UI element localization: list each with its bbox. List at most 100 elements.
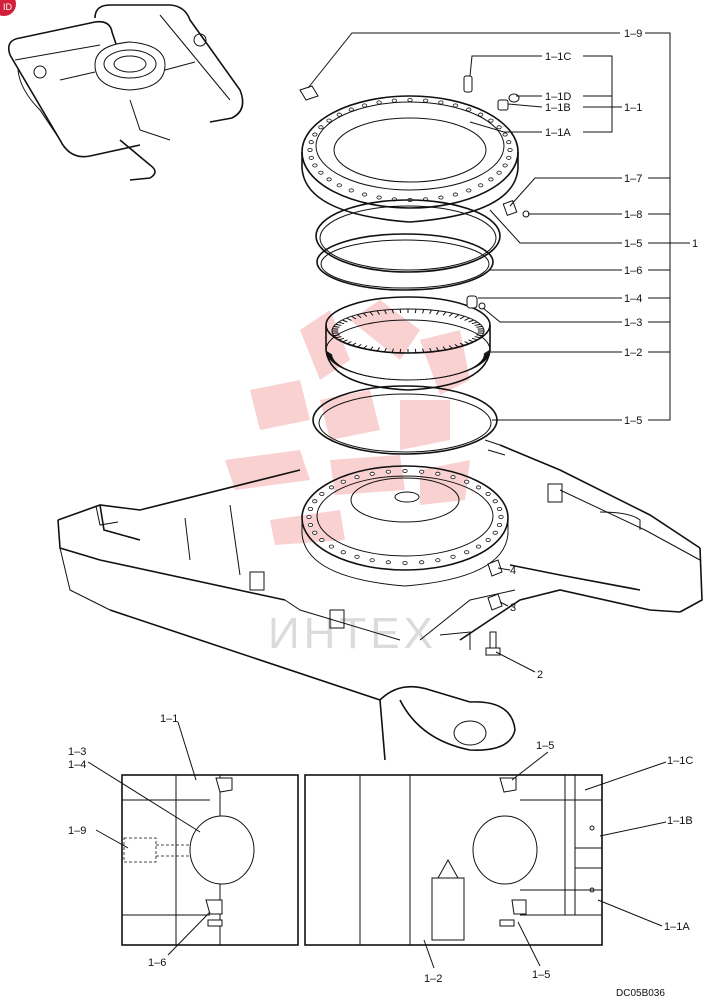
- bolt-hole: [453, 104, 457, 107]
- bolt-hole: [493, 531, 497, 534]
- gear-tooth: [472, 338, 477, 340]
- gear-tooth: [336, 324, 342, 325]
- bolt-hole: [467, 189, 471, 192]
- gear-tooth: [347, 318, 352, 320]
- label-1-6: 1–6: [624, 265, 642, 277]
- seal-ring-1-6: [316, 200, 500, 290]
- label-1-5-lower: 1–5: [624, 415, 642, 427]
- bolt-hole: [408, 98, 412, 101]
- gear-tooth: [476, 326, 482, 327]
- gear-tooth: [339, 322, 344, 324]
- section-label-1-5-top: 1–5: [536, 740, 554, 752]
- bolt-hole: [453, 193, 457, 196]
- label-3: 3: [510, 602, 516, 614]
- watermark-text: ИНТЕХ: [268, 609, 437, 658]
- gear-tooth: [469, 320, 474, 322]
- gear-tooth: [415, 309, 416, 313]
- outer-ring-bolt-holes: [308, 98, 512, 201]
- bolt-hole: [465, 551, 469, 554]
- bolt-hole: [497, 523, 501, 526]
- bolt-hole: [341, 480, 345, 483]
- gear-tooth: [475, 337, 481, 338]
- gear-tooth: [342, 340, 347, 342]
- bolt-hole: [439, 101, 443, 104]
- bolt-hole: [327, 119, 331, 122]
- bolt-hole: [327, 178, 331, 181]
- section-label-1-4: 1–4: [68, 759, 86, 771]
- bolt-hole: [370, 472, 374, 475]
- label-1-2: 1–2: [624, 347, 642, 359]
- bolt-hole: [489, 178, 493, 181]
- bolt-hole: [507, 141, 511, 144]
- gear-tooth: [436, 311, 438, 315]
- bolt-hole: [451, 555, 455, 558]
- bolt-hole: [436, 472, 440, 475]
- section-view: [122, 775, 602, 945]
- bolt-hole: [329, 545, 333, 548]
- bolt-hole: [479, 184, 483, 187]
- section-label-1-1: 1–1: [160, 713, 178, 725]
- bolt-hole: [467, 108, 471, 111]
- bolt-hole: [497, 126, 501, 129]
- gear-tooth: [430, 310, 432, 314]
- bolt-hole: [349, 108, 353, 111]
- gear-tooth: [423, 309, 424, 313]
- gear-tooth: [368, 376, 371, 377]
- bolt-hole: [308, 507, 312, 510]
- gear-tooth: [455, 315, 459, 318]
- bolt-hole: [377, 101, 381, 104]
- label-1-7: 1–7: [624, 173, 642, 185]
- gear-tooth: [415, 349, 416, 353]
- bolt-hole: [320, 538, 324, 541]
- bolt-hole: [313, 133, 317, 136]
- label-4: 4: [510, 565, 516, 577]
- drawing-code: DC05B036: [616, 988, 665, 999]
- label-1-1a: 1–1A: [545, 127, 571, 139]
- bolt-hole: [362, 104, 366, 107]
- gear-tooth: [342, 320, 347, 322]
- bolt-hole: [392, 99, 396, 102]
- bolt-hole: [403, 469, 407, 472]
- label-1-8: 1–8: [624, 209, 642, 221]
- section-label-1-1a: 1–1A: [664, 921, 690, 933]
- label-1-9: 1–9: [624, 28, 642, 40]
- bolt-hole: [308, 523, 312, 526]
- bolt-hole: [451, 476, 455, 479]
- bolt-hole: [386, 470, 390, 473]
- bolt-hole: [436, 559, 440, 562]
- bolt-hole: [497, 171, 501, 174]
- bolt-hole: [507, 156, 511, 159]
- bolt-hole: [423, 99, 427, 102]
- section-label-1-2: 1–2: [424, 973, 442, 985]
- section-label-1-5-bottom: 1–5: [532, 969, 550, 981]
- bolt-hole: [308, 148, 312, 151]
- bolt-hole: [355, 476, 359, 479]
- bolt-hole: [499, 515, 503, 518]
- bolt-hole: [493, 500, 497, 503]
- gear-tooth: [445, 376, 448, 377]
- bolt-hole: [508, 148, 512, 151]
- section-leaders: [88, 722, 666, 968]
- label-1-1: 1–1: [624, 102, 642, 114]
- label-1-1b: 1–1B: [545, 102, 571, 114]
- bolt-hole: [329, 486, 333, 489]
- bolt-hole: [419, 561, 423, 564]
- bolt-hole: [337, 184, 341, 187]
- bolt-hole: [377, 196, 381, 199]
- bolt-hole: [341, 551, 345, 554]
- bolt-hole: [465, 480, 469, 483]
- gear-tooth: [400, 349, 401, 353]
- bolt-hole: [355, 555, 359, 558]
- bolt-hole: [479, 113, 483, 116]
- gear-tooth: [469, 340, 474, 342]
- bolt-hole: [309, 141, 313, 144]
- label-1: 1: [692, 238, 698, 250]
- gear-tooth: [400, 309, 401, 313]
- gear-tooth: [476, 335, 482, 336]
- bolt-hole: [349, 189, 353, 192]
- gear-tooth: [449, 313, 453, 316]
- bolt-hole: [486, 538, 490, 541]
- label-1-4: 1–4: [624, 293, 642, 305]
- bolt-hole: [337, 113, 341, 116]
